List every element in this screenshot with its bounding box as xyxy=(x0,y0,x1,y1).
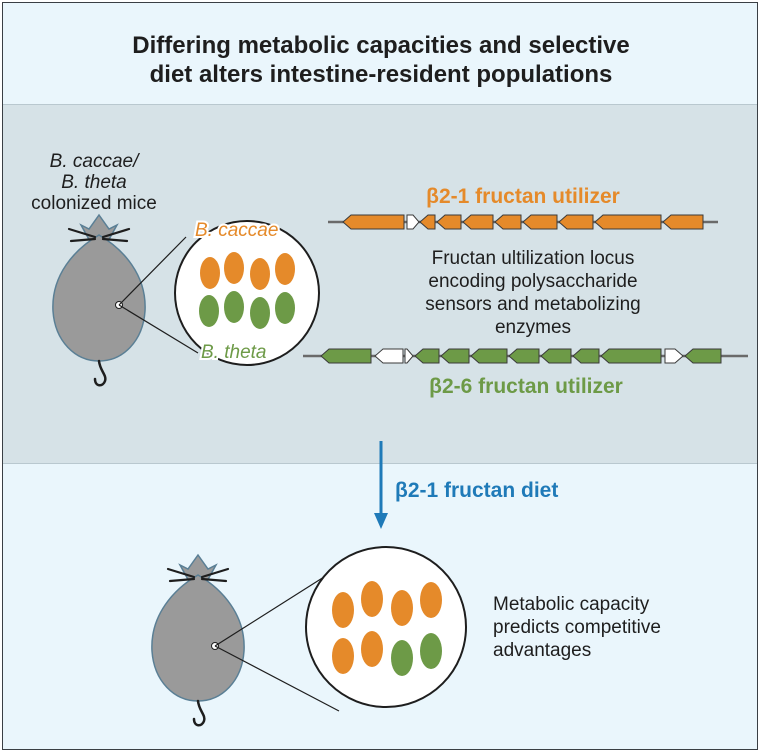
gene-arrow xyxy=(662,214,704,230)
bottom-mouse-whiskers xyxy=(166,567,230,583)
locus-description-line-4: enzymes xyxy=(495,317,571,338)
caccae-cell xyxy=(275,253,295,285)
gene-arrow xyxy=(600,348,662,364)
top-zoom-line-upper xyxy=(118,236,187,306)
diet-arrow-label: β2-1 fructan diet xyxy=(395,479,558,502)
bottom-mouse-tail xyxy=(192,699,206,727)
caccae-cell xyxy=(200,257,220,289)
gene-arrow-white xyxy=(374,348,404,364)
gene-arrow xyxy=(494,214,522,230)
bottom-community-circle xyxy=(305,546,467,708)
diet-arrow-head xyxy=(374,513,388,529)
gene-arrow-forward xyxy=(404,348,414,364)
caccae-cell xyxy=(224,252,244,284)
bottom-zoom-line-upper xyxy=(214,569,336,647)
theta-cell xyxy=(250,297,270,329)
b21-locus-title: β2-1 fructan utilizer xyxy=(426,185,620,208)
theta-cell xyxy=(420,633,442,669)
caccae-cell xyxy=(332,638,354,674)
top-mouse-label-line-1: B. caccae/ xyxy=(49,151,139,172)
gene-arrow xyxy=(436,214,462,230)
gene-arrow xyxy=(342,214,405,230)
diagram-graphics: B. caccae B. theta β2-1 fructan utilizer… xyxy=(52,185,748,727)
caccae-cell xyxy=(250,258,270,290)
caccae-cell xyxy=(361,631,383,667)
top-mouse-label: B. caccae/ B. theta colonized mice xyxy=(19,151,169,214)
gene-arrow xyxy=(572,348,600,364)
diet-arrow xyxy=(374,441,388,529)
gene-arrow xyxy=(594,214,662,230)
top-mouse-body xyxy=(52,234,146,362)
theta-cell xyxy=(391,640,413,676)
top-zoom-line-lower xyxy=(118,304,199,354)
b26-gene-locus xyxy=(303,348,748,364)
locus-description-line-3: sensors and metabolizing xyxy=(425,294,640,315)
outcome-line-1: Metabolic capacity xyxy=(493,594,650,615)
top-community-circle xyxy=(174,220,320,366)
top-mouse-whiskers xyxy=(67,227,131,243)
gene-arrow xyxy=(470,348,508,364)
bottom-mouse-icon xyxy=(151,553,245,727)
bottom-mouse-body xyxy=(151,574,245,702)
caccae-cell xyxy=(420,582,442,618)
gene-arrow xyxy=(558,214,594,230)
b21-gene-locus xyxy=(328,214,718,230)
gene-arrow xyxy=(522,214,558,230)
caccae-cell xyxy=(332,592,354,628)
locus-description-line-1: Fructan ultilization locus xyxy=(432,248,635,269)
theta-cell xyxy=(199,295,219,327)
theta-label: B. theta xyxy=(201,342,267,363)
top-mouse-tail xyxy=(93,359,107,387)
top-mouse-label-line-2: B. theta xyxy=(61,172,127,193)
caccae-cell xyxy=(361,581,383,617)
gene-arrow-forward xyxy=(664,348,684,364)
top-mouse-icon xyxy=(52,213,146,387)
title-line-1: Differing metabolic capacities and selec… xyxy=(132,32,630,59)
top-mouse-label-line-3: colonized mice xyxy=(31,193,157,214)
gene-arrow xyxy=(414,348,440,364)
bottom-zoom-line-lower xyxy=(214,645,340,712)
gene-arrow xyxy=(508,348,540,364)
gene-arrow xyxy=(440,348,470,364)
caccae-label: B. caccae xyxy=(195,220,278,241)
locus-description: Fructan ultilization locus encoding poly… xyxy=(425,248,640,338)
gene-arrow xyxy=(320,348,372,364)
caccae-cell xyxy=(391,590,413,626)
gene-arrow xyxy=(462,214,494,230)
title-line-2: diet alters intestine-resident populatio… xyxy=(149,61,613,88)
outcome-line-3: advantages xyxy=(493,640,591,661)
gene-arrow xyxy=(419,214,436,230)
outcome-text: Metabolic capacity predicts competitive … xyxy=(493,594,661,661)
b26-locus-title: β2-6 fructan utilizer xyxy=(429,375,623,398)
locus-description-line-2: encoding polysaccharide xyxy=(428,271,637,292)
gene-arrow-forward xyxy=(406,214,420,230)
outcome-line-2: predicts competitive xyxy=(493,617,661,638)
gene-arrow xyxy=(540,348,572,364)
gene-arrow xyxy=(684,348,722,364)
theta-cell xyxy=(275,292,295,324)
figure-title: Differing metabolic capacities and selec… xyxy=(3,31,757,89)
theta-cell xyxy=(224,291,244,323)
